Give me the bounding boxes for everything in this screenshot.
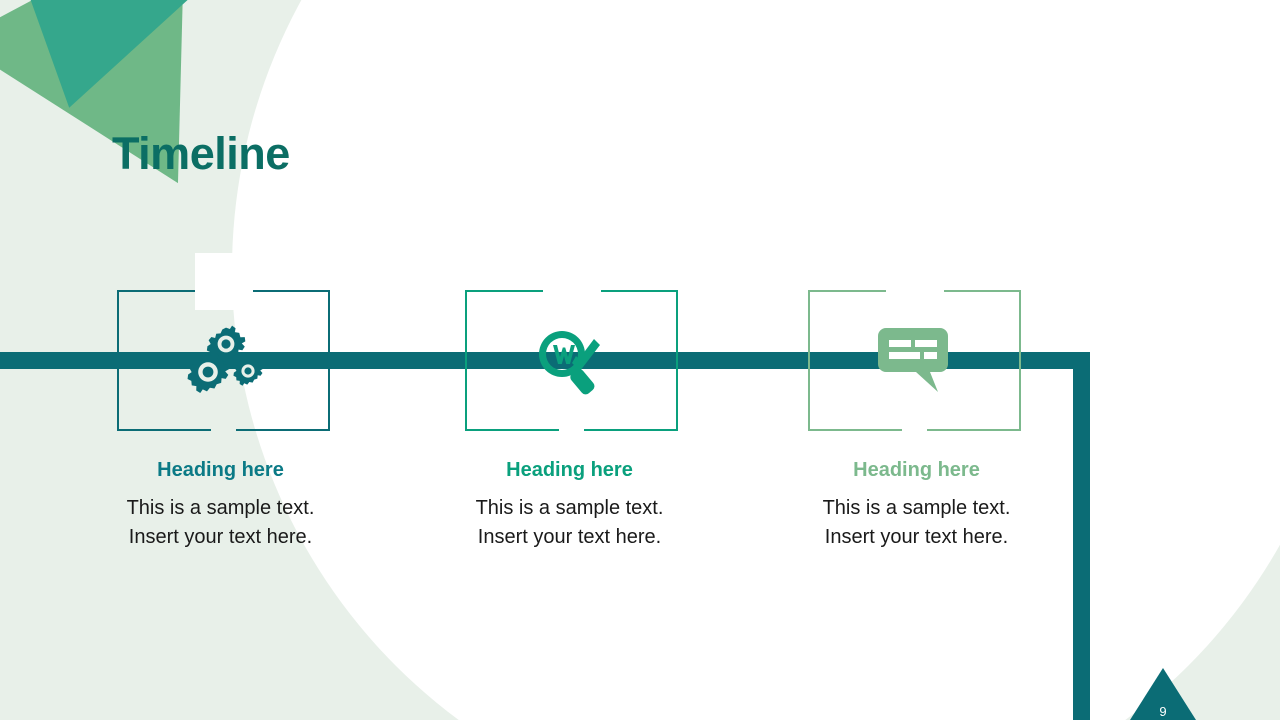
timeline-text-06: Heading here This is a sample text. Inse… (809, 458, 1024, 552)
card-border-right (1019, 290, 1021, 431)
card-border-bottom-right (584, 429, 678, 431)
card-border-bottom-left (465, 429, 559, 431)
chat-bubble-icon (808, 326, 1021, 396)
step-badge-05[interactable]: 05 (542, 253, 601, 310)
timeline-card-05[interactable]: 05 (465, 253, 678, 431)
step-number-06: 06 (899, 266, 930, 296)
timeline-text-04: Heading here This is a sample text. Inse… (113, 458, 328, 552)
card-border-left (117, 290, 119, 431)
timeline-rail-vertical (1073, 352, 1090, 720)
step-body-05: This is a sample text. Insert your text … (475, 497, 664, 548)
page-number-badge: 9 (1130, 668, 1196, 720)
page-number: 9 (1159, 704, 1167, 719)
magnifier-check-icon (465, 323, 678, 399)
card-border-right (328, 290, 330, 431)
step-number-05: 05 (556, 266, 587, 296)
card-border-bottom-left (117, 429, 211, 431)
timeline-card-04[interactable]: 04 (117, 253, 330, 431)
card-border-left (808, 290, 810, 431)
step-number-04: 04 (208, 266, 239, 296)
step-heading-04: Heading here (157, 459, 284, 481)
step-heading-05: Heading here (506, 459, 633, 481)
gears-icon (117, 325, 330, 397)
page-title: Timeline (112, 128, 290, 179)
step-heading-06: Heading here (853, 459, 980, 481)
step-body-06: This is a sample text. Insert your text … (822, 497, 1011, 548)
card-border-bottom-right (927, 429, 1021, 431)
step-body-04: This is a sample text. Insert your text … (126, 497, 315, 548)
card-border-left (465, 290, 467, 431)
timeline-text-05: Heading here This is a sample text. Inse… (462, 458, 677, 552)
step-badge-06[interactable]: 06 (885, 253, 944, 310)
timeline-card-06[interactable]: 06 (808, 253, 1021, 431)
step-badge-04[interactable]: 04 (194, 253, 253, 310)
card-border-bottom-right (236, 429, 330, 431)
card-border-bottom-left (808, 429, 902, 431)
page-badge-triangle-icon (1130, 668, 1196, 720)
card-border-right (676, 290, 678, 431)
